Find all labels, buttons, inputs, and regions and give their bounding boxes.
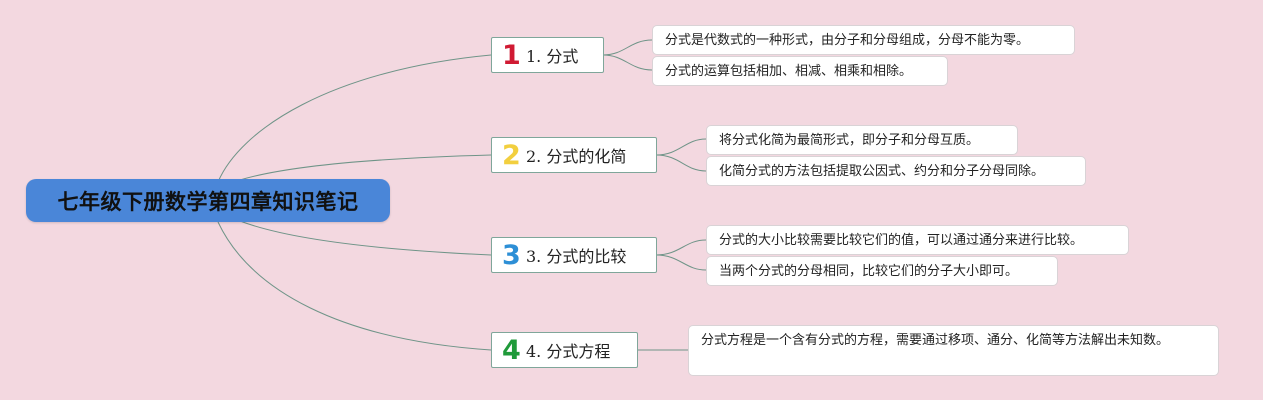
branch-topic-4[interactable]: 4 4. 分式方程	[491, 332, 638, 368]
leaf-topic-1-2-label: 分式的运算包括相加、相减、相乘和相除。	[665, 63, 913, 79]
leaf-topic-1-1[interactable]: 分式是代数式的一种形式，由分子和分母组成，分母不能为零。	[652, 25, 1075, 55]
connector-branch-1-leaf-1	[602, 39, 653, 56]
branch-topic-4-label: 4. 分式方程	[526, 342, 611, 361]
leaf-topic-3-2[interactable]: 当两个分式的分母相同，比较它们的分子大小即可。	[706, 256, 1058, 286]
root-topic[interactable]: 七年级下册数学第四章知识笔记	[26, 179, 390, 222]
leaf-topic-2-1[interactable]: 将分式化简为最简形式，即分子和分母互质。	[706, 125, 1018, 155]
branch-topic-1-label: 1. 分式	[526, 47, 579, 66]
leaf-topic-1-2[interactable]: 分式的运算包括相加、相减、相乘和相除。	[652, 56, 948, 86]
number-4-icon: 4	[502, 334, 521, 366]
branch-topic-3-label: 3. 分式的比较	[526, 247, 627, 266]
number-3-icon: 3	[502, 239, 521, 271]
branch-topic-1[interactable]: 1 1. 分式	[491, 37, 604, 73]
leaf-topic-1-1-label: 分式是代数式的一种形式，由分子和分母组成，分母不能为零。	[665, 32, 1030, 48]
connector-branch-2-leaf-1	[655, 138, 707, 156]
leaf-topic-4-1[interactable]: 分式方程是一个含有分式的方程，需要通过移项、通分、化简等方法解出未知数。	[688, 325, 1219, 376]
connector-branch-1-leaf-2	[602, 54, 653, 71]
connector-root-branch-2	[239, 154, 492, 181]
leaf-topic-3-2-label: 当两个分式的分母相同，比较它们的分子大小即可。	[719, 263, 1019, 279]
leaf-topic-3-1-label: 分式的大小比较需要比较它们的值，可以通过通分来进行比较。	[719, 232, 1084, 248]
connector-root-branch-1	[217, 54, 492, 183]
leaf-topic-2-2[interactable]: 化简分式的方法包括提取公因式、约分和分子分母同除。	[706, 156, 1086, 186]
number-1-icon: 1	[502, 39, 521, 71]
leaf-topic-4-1-label: 分式方程是一个含有分式的方程，需要通过移项、通分、化简等方法解出未知数。	[701, 333, 1170, 348]
connector-branch-3-leaf-2	[655, 254, 707, 271]
branch-topic-2-label: 2. 分式的化简	[526, 147, 627, 166]
leaf-topic-2-1-label: 将分式化简为最简形式，即分子和分母互质。	[719, 132, 980, 148]
number-2-icon: 2	[502, 139, 521, 171]
connector-root-branch-3	[239, 220, 492, 256]
leaf-topic-2-2-label: 化简分式的方法包括提取公因式、约分和分子分母同除。	[719, 163, 1045, 179]
leaf-topic-3-1[interactable]: 分式的大小比较需要比较它们的值，可以通过通分来进行比较。	[706, 225, 1129, 255]
connector-branch-3-leaf-1	[655, 239, 707, 256]
connector-root-branch-4	[217, 221, 492, 351]
branch-topic-2[interactable]: 2 2. 分式的化简	[491, 137, 657, 173]
branch-topic-3[interactable]: 3 3. 分式的比较	[491, 237, 657, 273]
connector-branch-2-leaf-2	[655, 154, 707, 172]
root-topic-label: 七年级下册数学第四章知识笔记	[57, 189, 359, 214]
